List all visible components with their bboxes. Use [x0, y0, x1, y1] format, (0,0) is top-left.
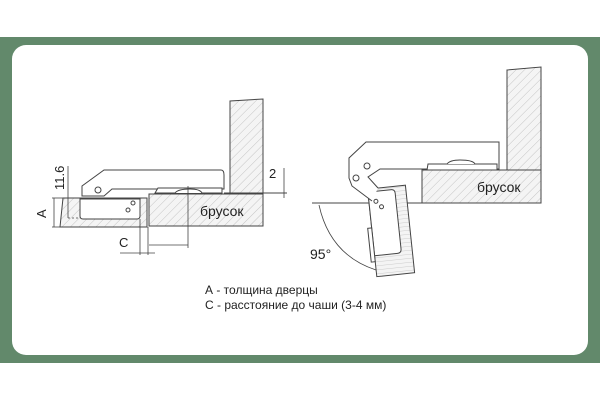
legend-c: С - расстояние до чаши (3-4 мм) [205, 298, 387, 312]
cup-hole [130, 200, 136, 206]
cup [79, 198, 141, 220]
dim-door-label: A [34, 209, 49, 218]
hinge-arm [348, 141, 500, 202]
legend-a: А - толщина дверцы [205, 283, 318, 297]
dim-cup-distance-label: C [119, 235, 128, 250]
block [148, 193, 264, 227]
dim-cup-height-label: 11.6 [52, 166, 67, 190]
angle-label: 95° [310, 246, 331, 262]
left-diagram [52, 98, 287, 255]
plate-screw [174, 188, 203, 194]
angle-arc [318, 204, 377, 271]
side-wall [229, 98, 264, 195]
right-diagram [312, 66, 542, 278]
right-block-label: брусок [477, 179, 521, 195]
cup-hole [125, 207, 131, 213]
door-open [367, 184, 416, 278]
hinge-pivot [363, 162, 371, 170]
hinge-pivot [352, 174, 360, 182]
left-block-label: брусок [200, 203, 244, 219]
side-wall [506, 66, 542, 171]
mounting-plate [426, 163, 498, 171]
legend: А - толщина дверцы С - расстояние до чаш… [205, 283, 386, 313]
dim-gap-label: 2 [269, 166, 276, 181]
hinge-pivot [94, 186, 102, 194]
